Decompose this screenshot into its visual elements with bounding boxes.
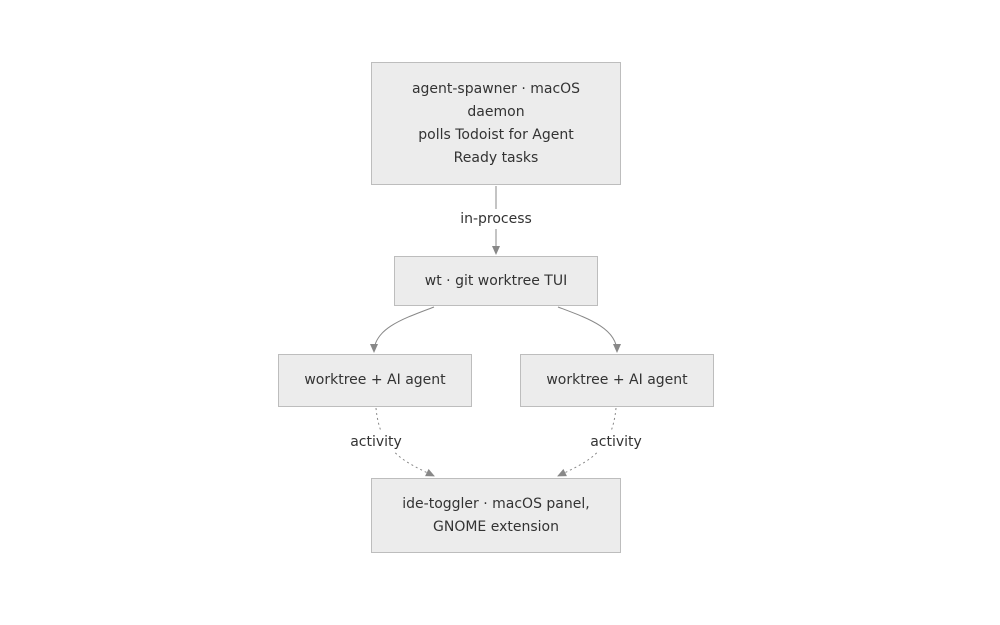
edge-label-activity-right: activity [587, 432, 645, 452]
node-ide-toggler: ide-toggler · macOS panel, GNOME extensi… [371, 478, 621, 553]
edge-label-activity-left: activity [347, 432, 405, 452]
edge-wt-to-left-worktree [370, 306, 435, 353]
node-wt-tui: wt · git worktree TUI [394, 256, 598, 306]
node-worktree-right: worktree + AI agent [520, 354, 714, 407]
node-agent-spawner-label: agent-spawner · macOS daemon polls Todoi… [411, 80, 581, 166]
node-worktree-right-label: worktree + AI agent [546, 372, 688, 388]
node-ide-toggler-label: ide-toggler · macOS panel, GNOME extensi… [402, 495, 590, 535]
edge-label-in-process: in-process [457, 209, 535, 229]
edge-right-worktree-to-toggler [557, 407, 617, 477]
edge-left-worktree-to-toggler [375, 407, 435, 477]
edge-wt-to-right-worktree [557, 306, 621, 353]
node-worktree-left: worktree + AI agent [278, 354, 472, 407]
node-worktree-left-label: worktree + AI agent [304, 372, 446, 388]
node-wt-tui-label: wt · git worktree TUI [424, 272, 568, 289]
node-agent-spawner: agent-spawner · macOS daemon polls Todoi… [371, 62, 621, 185]
